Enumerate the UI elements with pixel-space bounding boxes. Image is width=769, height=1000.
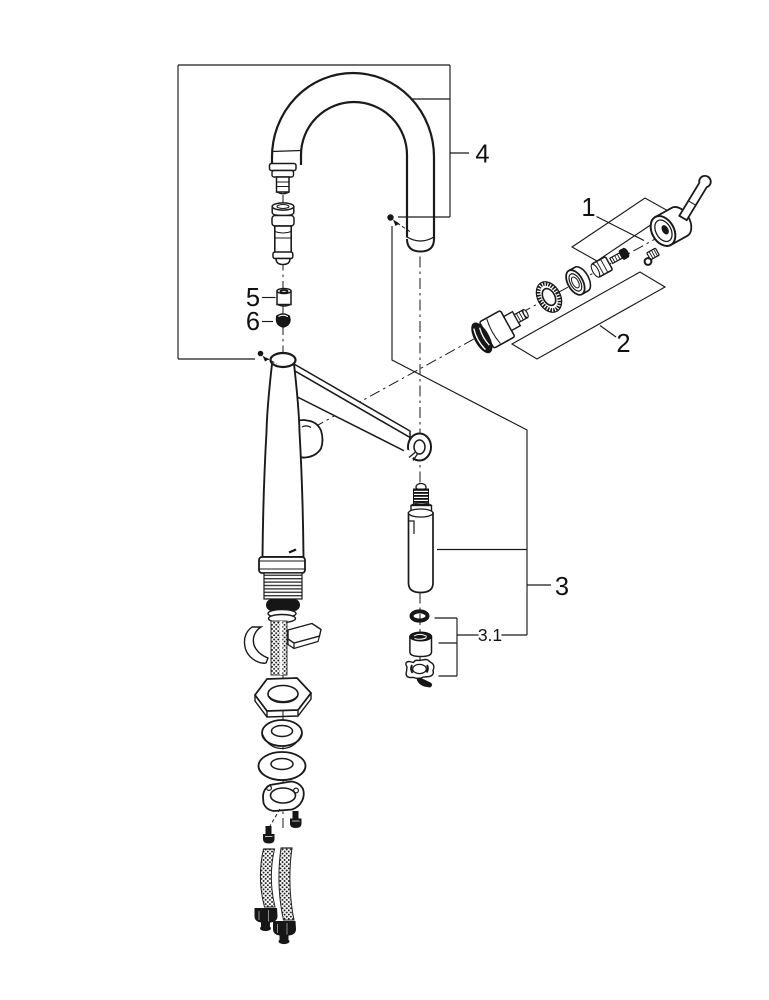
washer-thick (261, 719, 303, 750)
braided-hose-bundle (270, 620, 288, 676)
part-31-filter (409, 631, 433, 658)
callout-4-label: 4 (475, 141, 489, 169)
threaded-ring (535, 281, 563, 313)
centerlines (282, 195, 658, 828)
callout-3-bracket (387, 214, 551, 677)
callout-labels: 1 2 3 3.1 4 5 6 (246, 141, 631, 646)
callout-3-label: 3 (555, 573, 569, 601)
cap-ring (565, 265, 592, 296)
callout-1-leader (596, 215, 645, 242)
plate-screw-right (290, 811, 302, 828)
spout-group (268, 71, 436, 253)
mounting-horseshoe (243, 622, 322, 664)
handle-screw (608, 247, 630, 265)
lever-rod (678, 175, 712, 222)
callout-6-label: 6 (246, 308, 260, 336)
handle-assembly-group (471, 175, 712, 360)
part-6-check-valve (275, 313, 291, 328)
spray-dock-holder (399, 432, 432, 464)
callout-2-bracket (510, 271, 667, 360)
spray-nozzle-ring (272, 251, 294, 260)
mounting-nut (253, 677, 313, 718)
body-top-opening (269, 351, 297, 369)
callout-1-label: 1 (581, 194, 595, 222)
spout-end-rim (406, 236, 435, 242)
callout-4-bracket (177, 64, 469, 360)
callout-2-leader (599, 325, 617, 338)
base-flange (258, 556, 306, 574)
spray-collar (271, 214, 295, 227)
plate-screw-left (263, 826, 275, 844)
spout-set-screw (257, 350, 278, 365)
part-31-o-ring (409, 609, 430, 623)
spout-pin-screw (387, 214, 413, 234)
callout-31-bracket (434, 617, 458, 677)
spray-head-group (271, 202, 295, 328)
faucet-body-group (257, 350, 432, 624)
spout-inner-arc (299, 100, 409, 238)
washer-flat (257, 751, 307, 782)
cartridge (471, 308, 529, 354)
supply-hose-left (254, 848, 278, 932)
screw-plug (643, 247, 660, 266)
mounting-hardware-group (243, 620, 322, 945)
adapter-sleeve (590, 256, 613, 278)
dock-cylinder (407, 508, 434, 594)
supply-hose-right (273, 847, 296, 945)
mounting-plate (262, 780, 305, 827)
spout-end-cap (406, 238, 435, 253)
callout-2-label: 2 (616, 330, 630, 358)
shank-o-ring (266, 599, 300, 611)
spray-nozzle-tip (275, 257, 291, 266)
threaded-shank (263, 572, 303, 624)
part-31-clip (405, 658, 435, 688)
spout-outer-arc (270, 71, 436, 240)
part-5-bushing (276, 287, 292, 307)
lever-handle (649, 175, 712, 247)
callout-31-label: 3.1 (478, 625, 502, 645)
brand-mark (288, 548, 297, 554)
dock-cylinder-group (405, 482, 435, 688)
body-column (261, 363, 305, 558)
spout-mouthpiece (268, 162, 297, 195)
callout-5-label: 5 (246, 284, 260, 312)
